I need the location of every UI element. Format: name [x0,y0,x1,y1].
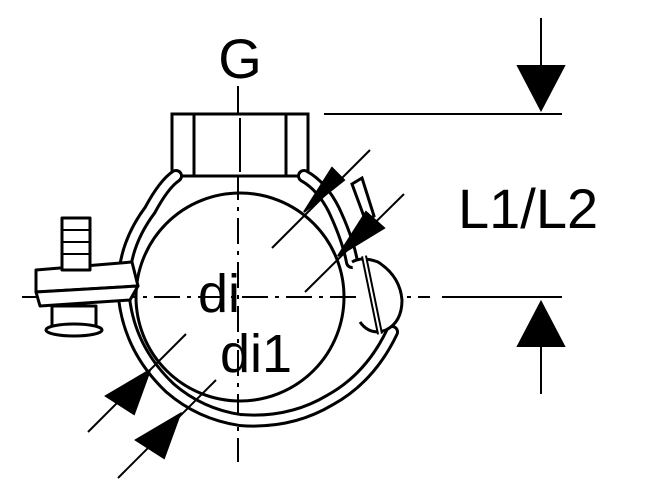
length-arrow-bottom [516,299,566,347]
di1-arrow-lower [134,411,182,460]
left-bolt-assembly [34,216,140,338]
di-dimension-lines [87,149,405,479]
thread-label: G [218,27,262,90]
di-arrow-upper [303,166,346,213]
inner-diameter-label: di [198,264,240,324]
di-arrow-lower [104,367,152,416]
threaded-outlet-nut [170,112,310,178]
length-label: L1/L2 [458,177,598,240]
inner-diameter-1-label: di1 [220,324,292,384]
length-dimension [324,18,566,394]
pipe-section [134,191,346,403]
right-hinge-clip [350,175,404,335]
clamp-band [116,169,399,428]
di1-arrow-upper [337,210,386,257]
length-arrow-top [516,65,566,113]
